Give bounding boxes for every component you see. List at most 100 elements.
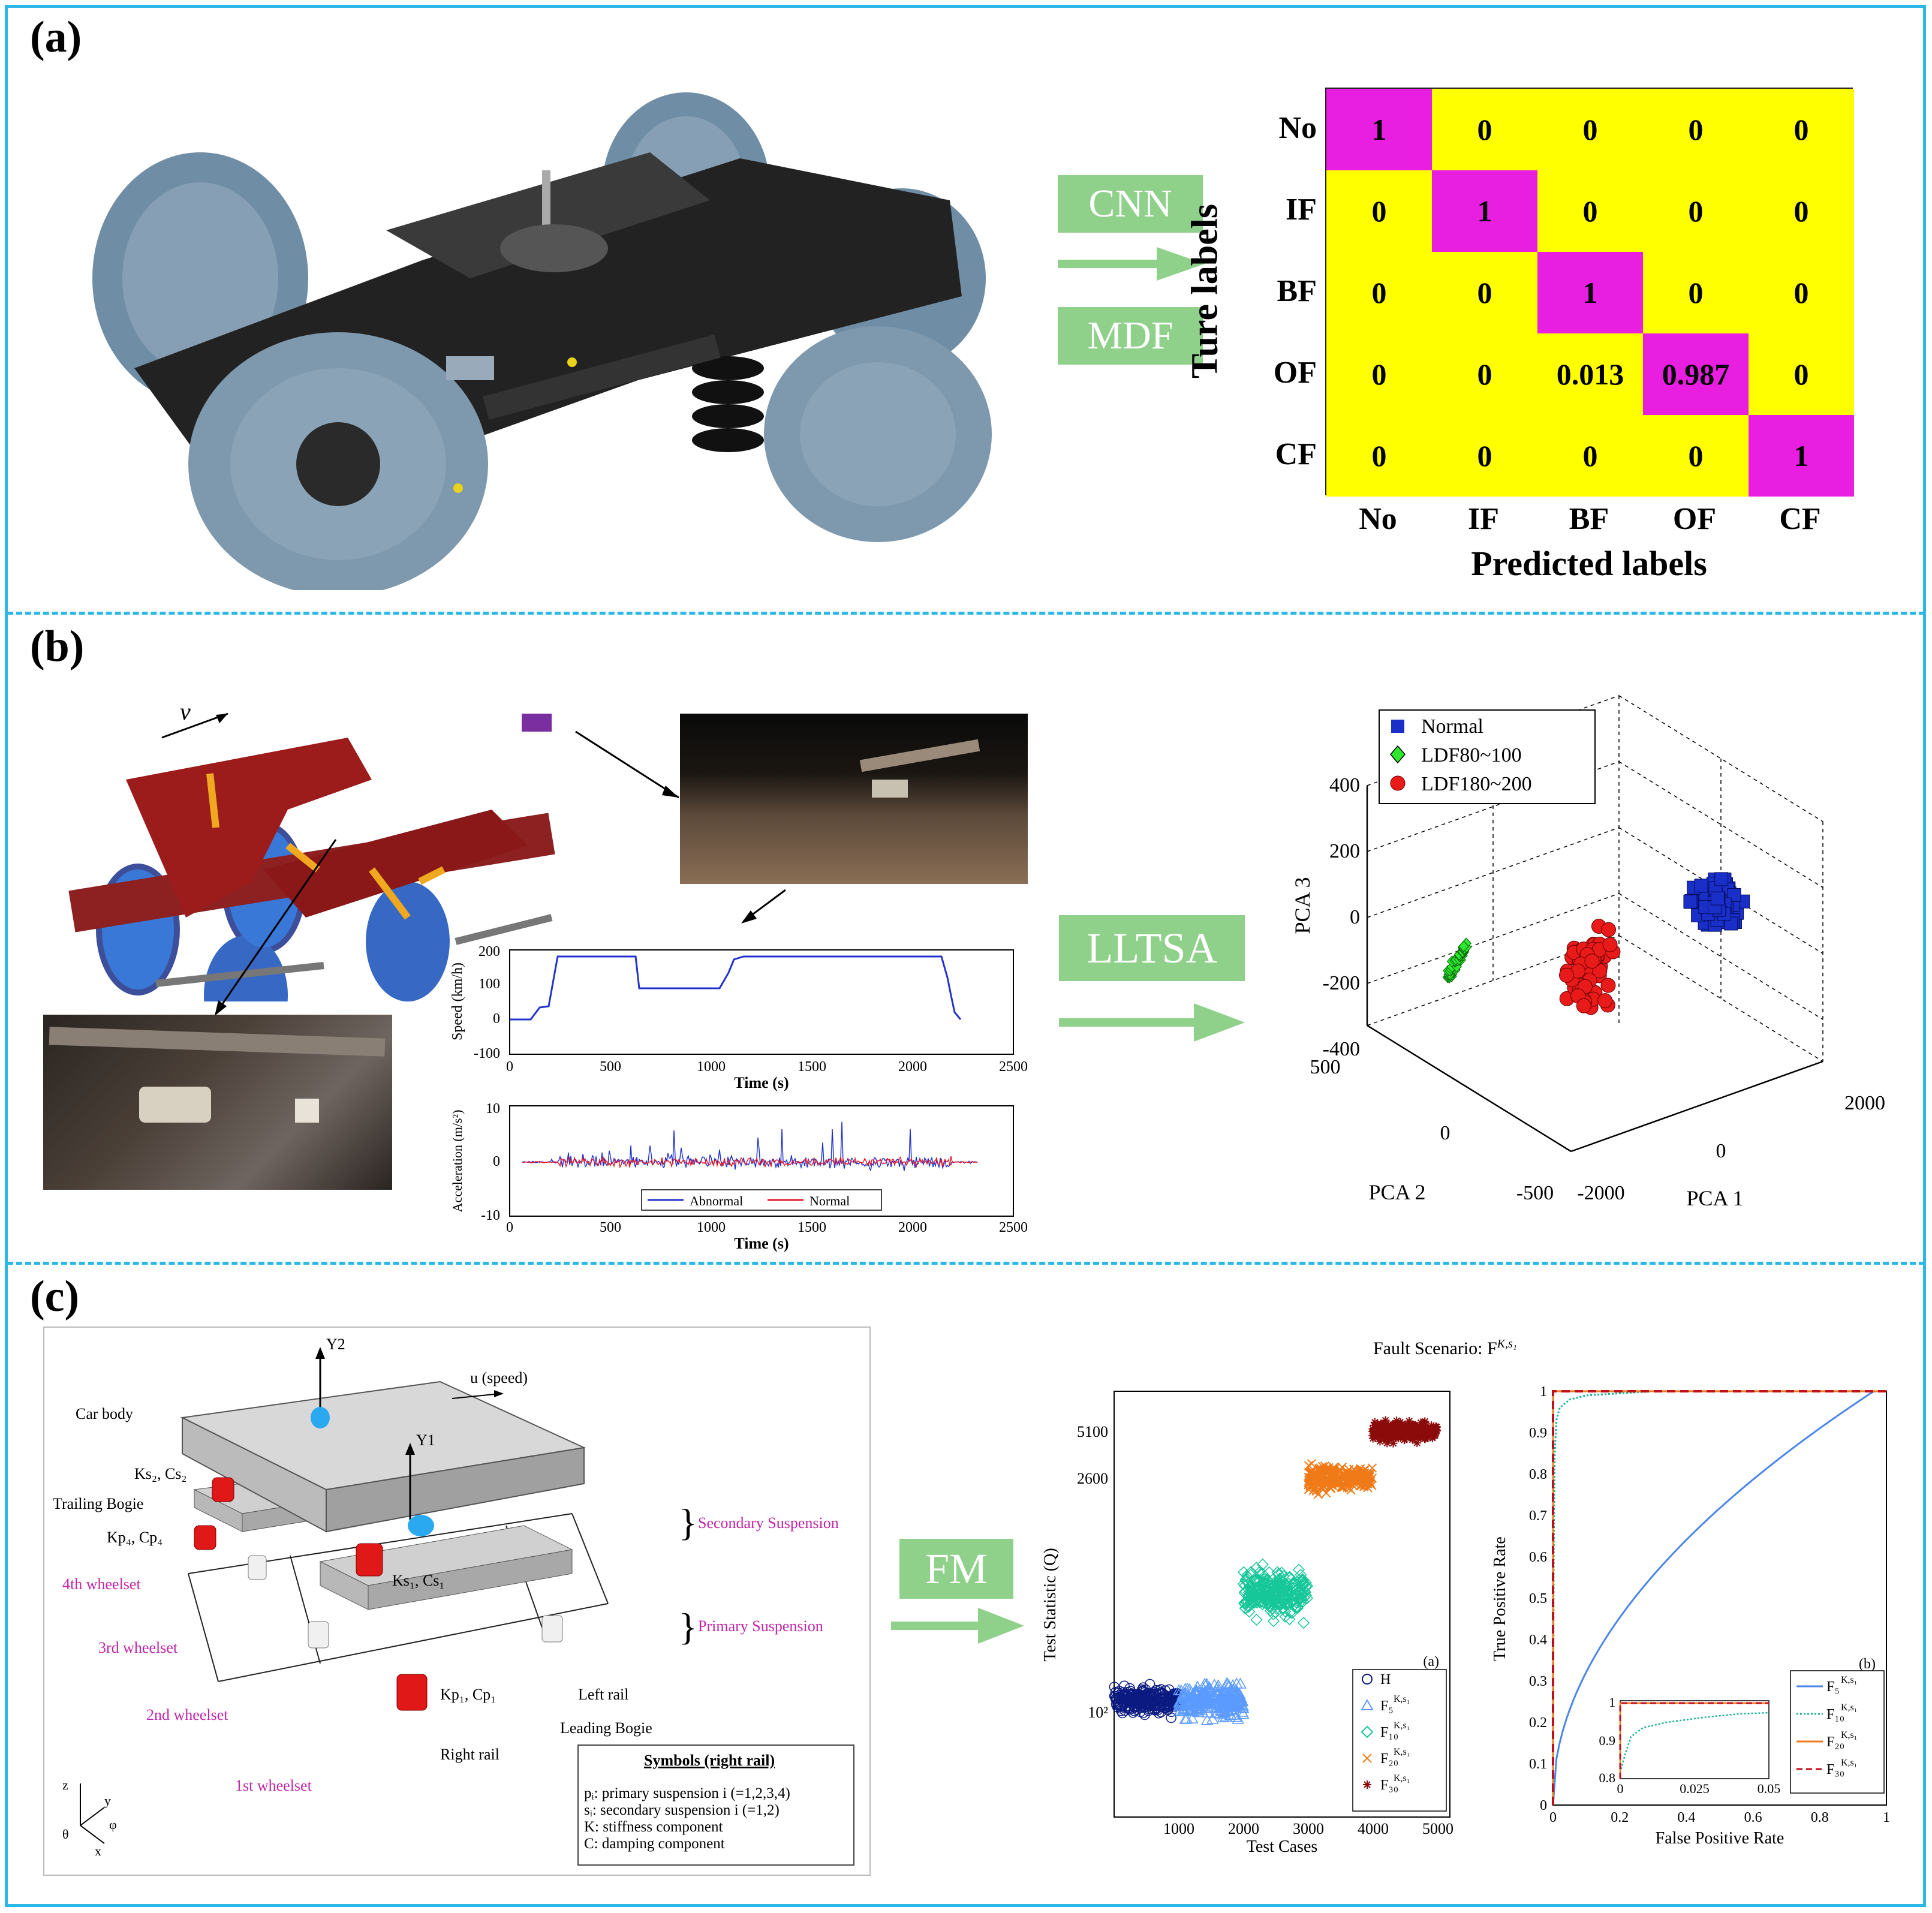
confusion-cell: 0 [1432, 415, 1537, 497]
accel-xtick: 1000 [697, 1220, 726, 1235]
pca3-tick: 200 [1329, 840, 1360, 862]
ts-point [1384, 1421, 1393, 1430]
ts-point [1406, 1419, 1415, 1428]
confusion-row-label: BF [1277, 274, 1317, 308]
ts-xtick: 1000 [1163, 1820, 1194, 1837]
ts-point [1279, 1610, 1292, 1623]
roc-ytick: 0.2 [1529, 1715, 1547, 1731]
roc-inset-f30 [1619, 1702, 1769, 1779]
ts-point [1172, 1684, 1185, 1695]
confusion-cell: 0.013 [1537, 333, 1643, 415]
ts-point [1388, 1425, 1397, 1434]
ts-point [1253, 1575, 1266, 1587]
ts-point [1200, 1695, 1214, 1707]
ts-ytick: 2600 [1077, 1470, 1108, 1487]
ts-point [1202, 1695, 1215, 1706]
ts-point [1313, 1490, 1323, 1499]
inset-ytick: 0.9 [1599, 1733, 1616, 1748]
ts-point [1369, 1430, 1378, 1439]
ts-point [1265, 1580, 1277, 1592]
ts-point [1419, 1433, 1428, 1442]
ts-point [1347, 1480, 1357, 1490]
pca1-tick: 2000 [1844, 1092, 1885, 1114]
scatter3d-chart: 400 200 0 -200 -400 PCA 3 500 0 -500 -20… [1290, 695, 1885, 1210]
accel-xtick: 2000 [898, 1220, 927, 1235]
bogie-photo [50, 80, 1046, 590]
ts-xlabel: Test Cases [1247, 1837, 1318, 1856]
ts-point [1267, 1608, 1280, 1620]
ts-point [1403, 1425, 1412, 1434]
roc-yticks: 00.10.20.30.40.50.60.70.80.91 [1529, 1384, 1547, 1813]
ts-point [1379, 1422, 1388, 1431]
y2-label: Y2 [326, 1336, 345, 1353]
accel-ytick: 10 [486, 1101, 500, 1117]
ts-point [1427, 1431, 1436, 1440]
speed-ytick: -100 [474, 1046, 500, 1061]
ts-legend-marker [1362, 1753, 1372, 1763]
accel-xlabel: Time (s) [734, 1235, 789, 1252]
roc-line-f5 [1552, 1390, 1886, 1806]
ts-point [1418, 1421, 1427, 1430]
symbols-line: pᵢ: primary suspension i (=1,2,3,4) [584, 1785, 790, 1801]
ts-point [1298, 1592, 1311, 1604]
ts-point [1235, 1698, 1248, 1710]
pca2-tick: 500 [1310, 1056, 1341, 1078]
test-statistic-chart: 5100 2600 10² 1000 2000 3000 4000 5000 T… [1041, 1391, 1453, 1856]
ts-point [1389, 1439, 1398, 1448]
point-normal [1710, 891, 1725, 906]
w1-label: 1st wheelset [235, 1777, 312, 1794]
confusion-cell: 0 [1643, 89, 1749, 170]
confusion-row-label: IF [1286, 192, 1317, 227]
ts-point [1182, 1695, 1196, 1707]
confusion-col-label: No [1359, 502, 1397, 536]
ts-point [1142, 1688, 1153, 1698]
roc-xtick: 0 [1549, 1810, 1557, 1825]
confusion-cell: 0.987 [1643, 333, 1749, 415]
accel-ylabel: Acceleration (m/s²) [450, 1110, 465, 1213]
confusion-cell: 0 [1432, 252, 1537, 333]
ts-point [1374, 1429, 1383, 1438]
point-ldf180 [1601, 922, 1617, 937]
legend-marker-ldf180 [1390, 775, 1406, 791]
ts-point [1211, 1697, 1224, 1709]
railway-vehicle-diagram: Y2 Y1 u (speed) Car body Ks₂, Cs₂ Traili… [43, 1327, 871, 1876]
roc-legend-label: F₃₀ [1826, 1762, 1844, 1777]
ts-point [1160, 1685, 1171, 1697]
pca3-label: PCA 3 [1290, 877, 1314, 934]
ts-point [1413, 1439, 1422, 1448]
ts-point [1263, 1600, 1275, 1613]
ts-point [1305, 1482, 1315, 1491]
roc-panel-tag: (b) [1859, 1656, 1876, 1672]
accel-plot: 10 0 -10 0 500 1000 1500 2000 2500 Time … [450, 1101, 1028, 1252]
roc-xtick: 0.6 [1744, 1810, 1762, 1825]
ts-point [1244, 1583, 1257, 1595]
confusion-cell: 0 [1326, 415, 1432, 497]
ts-point [1237, 1578, 1250, 1590]
ts-point [1213, 1708, 1226, 1719]
ts-point [1181, 1703, 1193, 1714]
confusion-cell: 0 [1749, 252, 1854, 333]
w4-label: 4th wheelset [62, 1575, 141, 1593]
roc-xtick: 0.4 [1677, 1810, 1695, 1825]
ts-legend-sup: K,s₁ [1394, 1747, 1410, 1757]
confusion-cell: 0 [1537, 89, 1643, 170]
inset-xtick: 0.025 [1680, 1781, 1710, 1796]
pca1-tick: -2000 [1577, 1182, 1624, 1204]
section-divider-ab [7, 612, 1925, 615]
ts-point [1269, 1591, 1282, 1604]
ts-point [1295, 1568, 1307, 1581]
ts-point [1182, 1691, 1196, 1703]
ts-point [1121, 1697, 1132, 1707]
ts-point [1386, 1432, 1395, 1441]
ts-point [1400, 1435, 1409, 1444]
roc-legend-sup: K,s₁ [1841, 1703, 1857, 1713]
panel-c-label: (c) [30, 1272, 80, 1321]
ts-point [1412, 1429, 1421, 1438]
ts-point [1427, 1421, 1436, 1430]
primary-brace: } [679, 1605, 697, 1648]
scatter3d-legend-ldf180: LDF180~200 [1421, 773, 1532, 795]
ts-point [1230, 1689, 1242, 1701]
ts-point [1218, 1699, 1231, 1710]
cm-ylabel: Ture labels [1184, 203, 1226, 379]
